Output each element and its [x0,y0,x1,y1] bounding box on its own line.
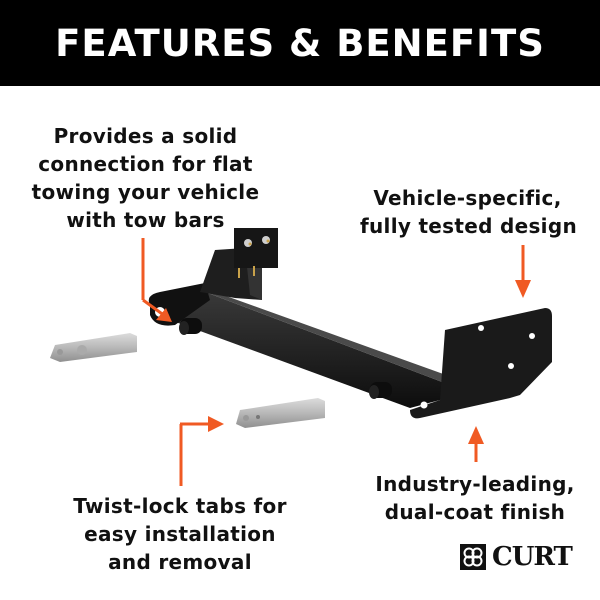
curt-emblem-icon [460,544,486,570]
twist-lock-tab-left [50,333,137,362]
callout-twist-lock-tabs: Twist-lock tabs for easy installation an… [70,492,290,576]
callout-line: with tow bars [66,208,225,232]
logo-text: CURT [492,542,573,572]
callout-line: dual-coat finish [384,500,566,524]
twist-lock-tab-center [236,398,325,428]
callout-tow-bar-connection: Provides a solid connection for flat tow… [28,122,263,234]
header-banner: FEATURES & BENEFITS [0,0,600,86]
arrows [141,238,531,486]
callout-line: towing your vehicle [31,180,260,204]
callout-finish: Industry-leading, dual-coat finish [370,470,580,526]
callout-line: easy installation [84,522,276,546]
callout-line: Provides a solid [53,124,238,148]
callout-vehicle-specific: Vehicle-specific, fully tested design [360,184,577,240]
callout-line: and removal [108,550,252,574]
callout-line: fully tested design [360,214,577,238]
callout-line: connection for flat [38,152,253,176]
curt-logo: CURT [460,542,573,572]
callout-line: Vehicle-specific, [373,186,562,210]
banner-title: FEATURES & BENEFITS [55,21,545,65]
crossbar [148,228,552,419]
callout-line: Twist-lock tabs for [73,494,287,518]
callout-line: Industry-leading, [375,472,575,496]
